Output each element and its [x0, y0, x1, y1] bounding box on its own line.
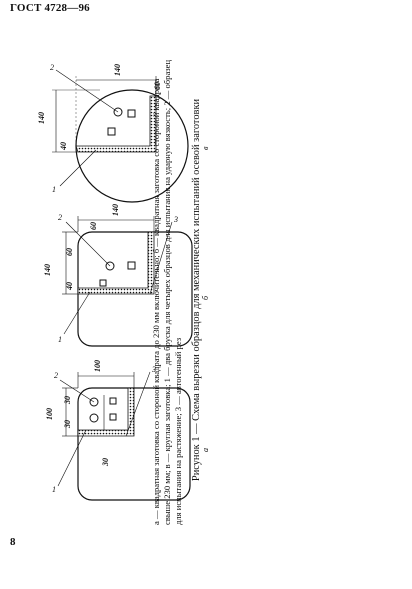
page-number: 8 [10, 536, 16, 548]
blank-b-letter: б [201, 295, 210, 300]
document-header: ГОСТ 4728—96 [10, 2, 90, 14]
blank-b-callout-2: 2 [58, 213, 62, 222]
blank-b: 140 60 140 60 40 1 2 3 б [43, 204, 210, 347]
blank-b-callout-1: 1 [58, 335, 62, 344]
blank-b-bar-1 [127, 261, 136, 270]
blank-c-dim-top: 140 [113, 64, 122, 76]
blank-a-dim-30a: 30 [63, 396, 72, 405]
blank-a: 100 100 30 30 30 1 2 3 а [45, 360, 210, 501]
blank-a-bar-1b [109, 413, 117, 421]
blank-a-dim-inner: 30 [101, 458, 110, 467]
blank-a-specimen-2 [89, 397, 99, 407]
blank-c-bar-1 [127, 109, 136, 118]
blank-c-bar-1b [107, 127, 116, 136]
blank-a-dim-top: 100 [93, 360, 102, 372]
blank-b-cut-zone [77, 231, 155, 295]
blank-b-callout-3: 3 [173, 215, 178, 224]
blank-b-dim-40: 40 [65, 282, 74, 291]
figure-text-block: а — квадратная заготовка со стороной ква… [151, 55, 261, 525]
blank-a-specimen-2b [89, 413, 99, 423]
blank-a-letter: а [201, 448, 210, 452]
blank-a-callout-2: 2 [54, 371, 58, 380]
blank-c-cut-zone [75, 95, 157, 153]
blank-c-specimen-2 [113, 107, 123, 117]
blank-b-dim-top: 140 [111, 204, 120, 216]
blank-c-callout-2: 2 [50, 63, 54, 72]
blank-c-dim-side: 140 [37, 112, 46, 124]
figure-legend: а — квадратная заготовка со стороной ква… [151, 59, 183, 525]
blank-b-dim-side: 140 [43, 264, 52, 276]
blank-a-callout-1: 1 [52, 485, 56, 494]
figure-caption: Рисунок 1 — Схема вырезки образцов для м… [191, 98, 202, 482]
blank-c-callout-1: 1 [52, 185, 56, 194]
blank-b-bar-1b [99, 279, 107, 287]
blank-a-dim-side: 100 [45, 408, 54, 420]
blank-a-cut-zone [77, 387, 135, 437]
blank-c: 140 60 140 40 1 2 в [37, 63, 210, 203]
blank-c-letter: в [201, 146, 210, 150]
blank-a-bar-1 [109, 397, 117, 405]
blank-b-dim-top-inner: 60 [89, 222, 98, 230]
blank-c-dim-40: 40 [59, 142, 68, 151]
blank-a-dim-30b: 30 [63, 420, 72, 429]
blank-a-callout-3: 3 [151, 365, 156, 374]
blank-b-dim-60: 60 [65, 248, 74, 256]
blank-b-specimen-2 [105, 261, 115, 271]
blank-c-dim-top-inner: 60 [153, 82, 162, 90]
